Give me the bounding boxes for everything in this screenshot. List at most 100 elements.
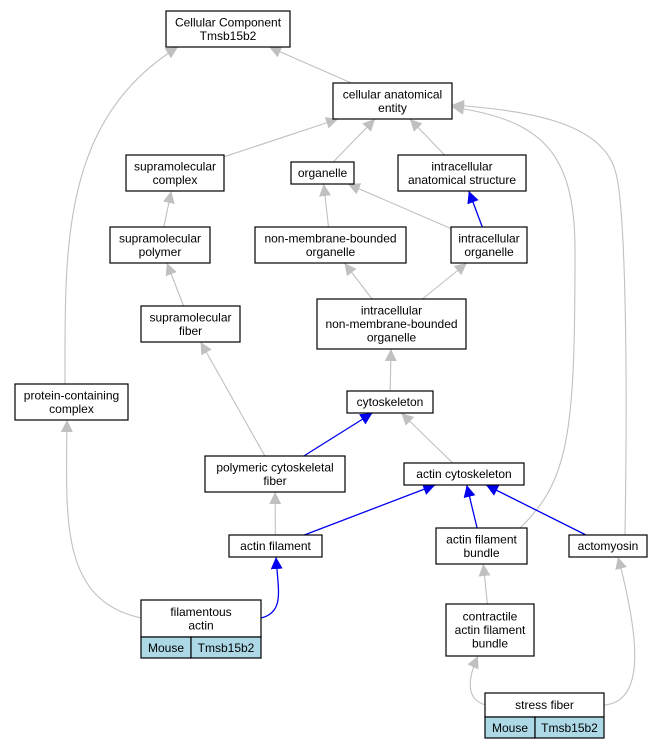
node-box-suppolymer	[109, 226, 211, 264]
node-inmbo[interactable]: intracellularnon-membrane-boundedorganel…	[316, 298, 467, 350]
node-label-cafbundle: actin filament	[455, 623, 526, 637]
edges-layer	[60, 46, 636, 706]
node-label-factin: actin	[188, 618, 213, 632]
edge-pcf-to-cytoskeleton	[303, 412, 373, 457]
node-label-supfiber: fiber	[179, 324, 202, 338]
node-label-root: Cellular Component	[175, 15, 282, 29]
node-box-pcc	[14, 383, 129, 421]
node-label-cafbundle: bundle	[472, 637, 508, 651]
node-label-actomyosin: actomyosin	[578, 539, 639, 553]
node-label-inmbo: non-membrane-bounded	[325, 317, 457, 331]
annotation-species: Mouse	[148, 641, 184, 655]
edge-afilament-to-acytoskeleton	[304, 483, 436, 536]
node-box-supfiber	[140, 305, 241, 343]
edge-acytoskeleton-to-cytoskeleton	[400, 412, 454, 464]
annotation-gene: Tmsb15b2	[198, 641, 255, 655]
node-label-supfiber: supramolecular	[149, 310, 231, 324]
node-label-factin: filamentous	[170, 605, 231, 619]
edge-inmbo-to-io	[422, 262, 468, 300]
edge-nmbo-to-organelle	[319, 183, 331, 228]
edge-factin-to-pcc	[60, 419, 142, 619]
node-label-cytoskeleton: cytoskeleton	[357, 395, 424, 409]
edge-sfiber-to-actomyosin	[603, 556, 636, 706]
node-box-actomyosin	[568, 534, 648, 558]
edge-afbundle-to-acytoskeleton	[463, 484, 478, 529]
edge-actomyosin-to-acytoskeleton	[485, 484, 587, 536]
edge-io-to-ias	[467, 190, 483, 228]
node-label-afbundle: actin filament	[446, 532, 517, 546]
node-box-sfiber	[484, 692, 605, 718]
node-label-organelle: organelle	[298, 166, 348, 180]
node-label-nmbo: non-membrane-bounded	[264, 231, 396, 245]
node-box-io	[450, 226, 528, 264]
node-label-inmbo: intracellular	[361, 304, 422, 318]
node-label-cae: entity	[378, 101, 407, 115]
node-box-factin	[140, 599, 262, 638]
node-label-cae: cellular anatomical	[343, 87, 442, 101]
node-afilament[interactable]: actin filament	[228, 534, 323, 558]
node-box-cafbundle	[445, 603, 535, 657]
node-label-afilament: actin filament	[240, 539, 311, 553]
edge-actomyosin-to-cae	[451, 99, 627, 536]
node-label-root: Tmsb15b2	[200, 29, 257, 43]
edge-inmbo-to-nmbo	[343, 262, 373, 300]
node-label-afbundle: bundle	[463, 546, 499, 560]
edge-sfiber-to-cafbundle	[467, 655, 487, 706]
edge-supcomplex-to-cae	[223, 117, 339, 158]
edge-cae-to-root	[268, 46, 352, 84]
node-label-ias: intracellular	[431, 159, 492, 173]
edge-afbundle-to-cae	[451, 102, 576, 529]
edge-pcf-to-supfiber	[200, 341, 266, 457]
edge-cafbundle-to-afbundle	[478, 563, 491, 605]
node-box-pcf	[204, 455, 346, 493]
node-label-sfiber: stress fiber	[515, 698, 574, 712]
node-label-suppolymer: supramolecular	[119, 231, 201, 245]
node-box-supcomplex	[125, 154, 225, 192]
node-box-organelle	[290, 161, 355, 185]
edge-ias-to-cae	[409, 118, 445, 156]
node-cytoskeleton[interactable]: cytoskeleton	[346, 390, 434, 414]
annotation-cell-sfiber-1	[534, 716, 605, 739]
node-label-pcc: protein-containing	[24, 388, 119, 402]
edge-io-to-organelle	[347, 183, 452, 230]
node-box-nmbo	[254, 226, 407, 264]
node-label-supcomplex: complex	[153, 173, 198, 187]
node-label-pcf: fiber	[263, 474, 286, 488]
node-box-root	[165, 10, 291, 48]
node-label-pcc: complex	[49, 402, 94, 416]
edge-cytoskeleton-to-inmbo	[384, 348, 397, 392]
node-box-afbundle	[435, 527, 528, 565]
node-label-io: organelle	[464, 245, 514, 259]
edge-factin-to-afilament	[260, 556, 283, 619]
edge-pcc-to-root	[64, 46, 179, 385]
node-label-acytoskeleton: actin cytoskeleton	[416, 467, 511, 481]
node-organelle[interactable]: organelle	[290, 161, 355, 185]
node-acytoskeleton[interactable]: actin cytoskeleton	[403, 462, 525, 486]
node-box-acytoskeleton	[403, 462, 525, 486]
node-box-ias	[397, 154, 527, 192]
node-label-nmbo: organelle	[306, 245, 356, 259]
edge-suppolymer-to-supcomplex	[162, 190, 175, 228]
node-box-inmbo	[316, 298, 467, 350]
edge-organelle-to-cae	[332, 118, 376, 163]
node-box-cae	[332, 82, 453, 120]
node-label-ias: anatomical structure	[408, 173, 516, 187]
node-label-inmbo: organelle	[367, 331, 417, 345]
node-actomyosin[interactable]: actomyosin	[568, 534, 648, 558]
